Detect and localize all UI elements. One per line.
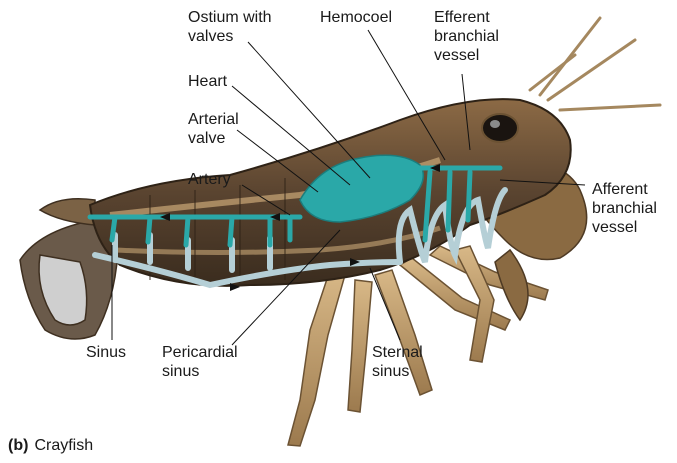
caption-title: Crayfish <box>34 437 93 454</box>
eye <box>482 114 518 142</box>
antennae <box>530 18 660 110</box>
label-heart: Heart <box>188 72 227 91</box>
label-sternal-sinus: Sternal sinus <box>372 343 423 381</box>
label-pericardial-sinus: Pericardial sinus <box>162 343 238 381</box>
label-hemocoel: Hemocoel <box>320 8 392 27</box>
label-afferent-branchial-vessel: Afferent branchial vessel <box>592 180 657 237</box>
label-ostium-with-valves: Ostium with valves <box>188 8 272 46</box>
caption-letter: (b) <box>8 437 28 454</box>
label-efferent-branchial-vessel: Efferent branchial vessel <box>434 8 499 65</box>
label-sinus: Sinus <box>86 343 126 362</box>
label-artery: Artery <box>188 170 231 189</box>
figure-caption: (b) Crayfish <box>8 437 93 455</box>
label-arterial-valve: Arterial valve <box>188 110 239 148</box>
